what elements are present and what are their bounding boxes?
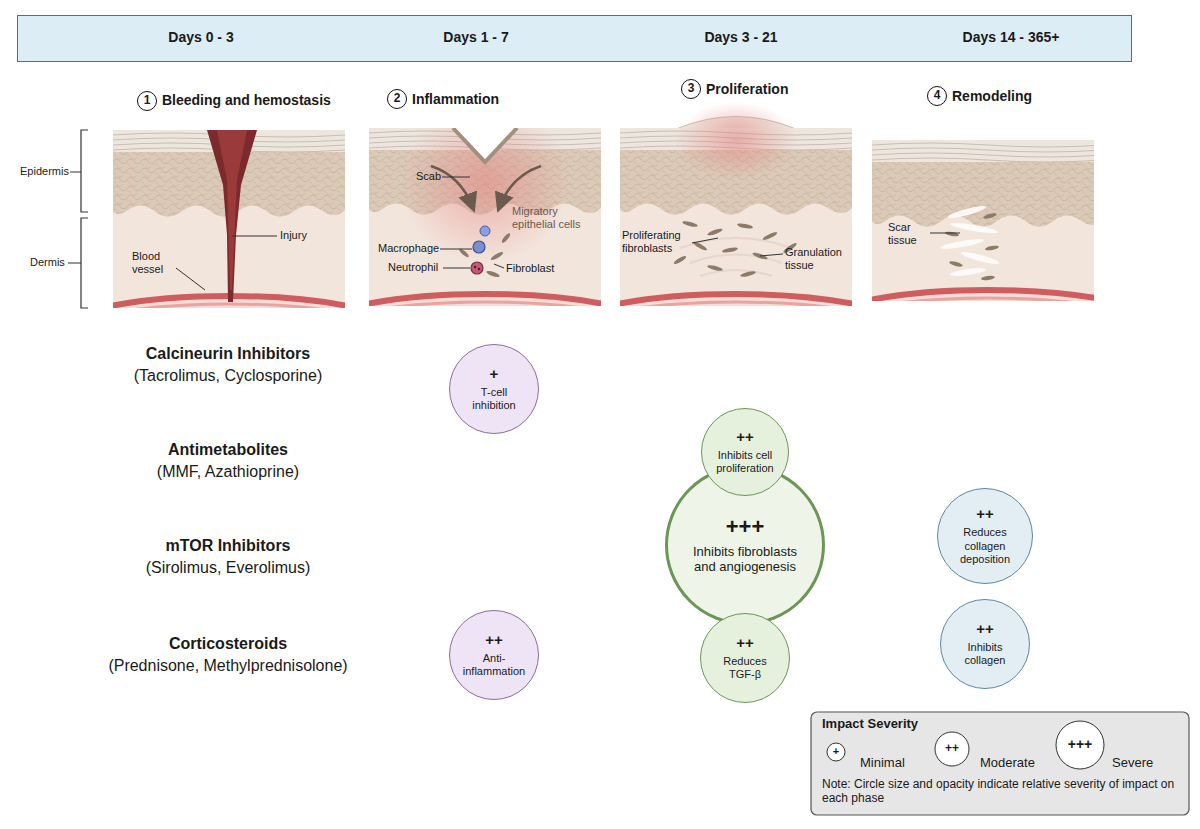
callout-number: 3: [682, 80, 700, 97]
legend-symbol: +: [826, 745, 846, 758]
drug-examples: (Tacrolimus, Cyclosporine): [58, 366, 398, 385]
part-label: Neutrophil: [388, 261, 438, 274]
callout-number: 2: [388, 90, 406, 107]
part-label: Blood vessel: [132, 250, 176, 276]
drug-examples: (Sirolimus, Everolimus): [58, 558, 398, 577]
part-label: Proliferating fibroblasts: [622, 229, 702, 255]
step-number: 1: [137, 91, 157, 111]
drug-class: Antimetabolites: [58, 440, 398, 459]
severity-mark: ++: [976, 621, 994, 638]
legend-title: Impact Severity: [822, 716, 918, 732]
severity-mark: ++: [736, 429, 754, 446]
impact-text: Inhibits fibroblasts and angiogenesis: [683, 544, 807, 575]
phase-title: Remodeling: [952, 88, 1032, 105]
legend-note: Note: Circle size and opacity indicate r…: [822, 777, 1177, 806]
drug-class: Calcineurin Inhibitors: [58, 344, 398, 363]
callout-number: 4: [928, 87, 946, 104]
part-label: Injury: [280, 229, 307, 242]
phase-title: Inflammation: [412, 91, 499, 108]
impact-text: Reduces collagen deposition: [948, 526, 1022, 566]
drug-examples: (Prednisone, Methylprednisolone): [58, 656, 398, 675]
severity-mark: ++: [485, 632, 503, 649]
impact-text: Inhibits cell proliferation: [711, 449, 779, 475]
severity-mark: ++: [736, 635, 754, 652]
impact-text: Inhibits collagen: [950, 641, 1020, 667]
part-label: Fibroblast: [506, 262, 554, 275]
drug-class: Corticosteroids: [58, 634, 398, 653]
impact-circle: ++ Reduces TGF-β: [700, 613, 790, 703]
part-label: Migratory epithelial cells: [512, 205, 598, 231]
impact-text: T-cell inhibition: [459, 386, 529, 412]
legend-text: Minimal: [860, 755, 905, 770]
impact-circle: ++ Inhibits cell proliferation: [701, 408, 789, 496]
impact-circle: + T-cell inhibition: [449, 344, 539, 434]
legend-symbol: +++: [1050, 736, 1110, 753]
legend-text: Moderate: [980, 755, 1035, 770]
drug-examples: (MMF, Azathioprine): [58, 462, 398, 481]
impact-circle: ++ Anti-inflammation: [449, 610, 539, 700]
phase-title: Proliferation: [706, 81, 788, 98]
layer-label: Epidermis: [20, 165, 70, 178]
step-number: 4: [927, 86, 947, 106]
callout-number: 1: [138, 92, 156, 109]
timeline-band: Days 0 - 3 Days 1 - 7 Days 3 - 21 Days 14 -…: [17, 15, 1132, 62]
severity-mark: ++: [976, 506, 994, 523]
layer-label: Dermis: [30, 256, 70, 269]
phase-title: Bleeding and hemostasis: [162, 92, 331, 109]
step-number: 2: [387, 89, 407, 109]
impact-circle: ++ Inhibits collagen: [940, 599, 1030, 689]
phase-days: Days 3 - 21: [641, 29, 841, 45]
phase-days: Days 0 - 3: [101, 29, 301, 45]
impact-text: Reduces TGF-β: [710, 655, 780, 681]
part-label: Scar tissue: [888, 221, 928, 247]
legend-text: Severe: [1112, 755, 1153, 770]
part-label: Scab: [416, 170, 441, 183]
drug-class: mTOR Inhibitors: [58, 536, 398, 555]
part-label: Granulation tissue: [785, 246, 855, 272]
impact-text: Anti-inflammation: [459, 652, 529, 678]
severity-mark: +: [490, 366, 499, 383]
step-number: 3: [681, 79, 701, 99]
impact-circle: ++ Reduces collagen deposition: [937, 488, 1033, 584]
part-label: Macrophage: [378, 242, 439, 255]
phase-days: Days 1 - 7: [376, 29, 576, 45]
legend-symbol: ++: [932, 741, 972, 755]
phase-days: Days 14 - 365+: [911, 29, 1111, 45]
severity-mark: +++: [726, 515, 765, 539]
